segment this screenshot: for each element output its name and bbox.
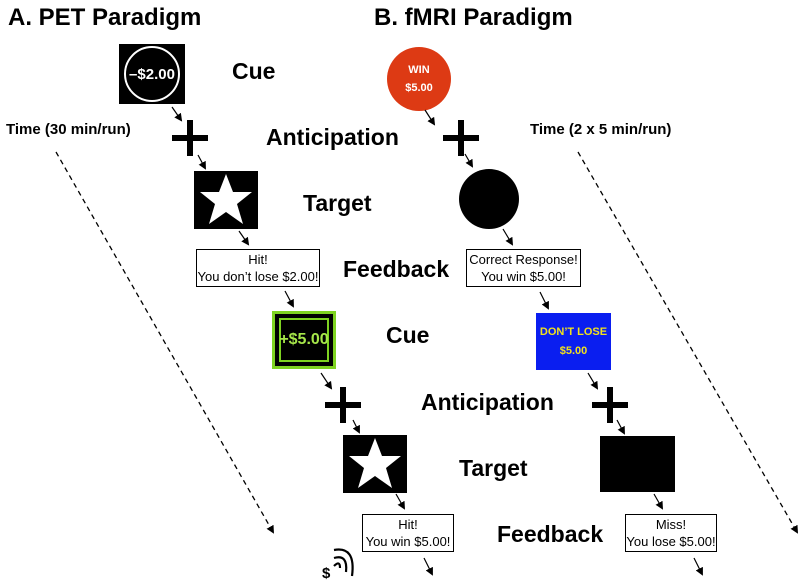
pet-timeline-dashed bbox=[55, 151, 274, 534]
pet-feedback-box-1: Hit! You don’t lose $2.00! bbox=[196, 249, 320, 287]
fmri-target-rect bbox=[600, 436, 675, 492]
fmri-cue-win-line-2: $5.00 bbox=[405, 82, 433, 94]
stage-label-cue-1: Cue bbox=[232, 58, 276, 84]
pet-feedback-2-line-2: You win $5.00! bbox=[365, 534, 451, 549]
fmri-feedback-box-2: Miss! You lose $5.00! bbox=[625, 514, 717, 552]
pet-cue-lose-circle: –$2.00 bbox=[124, 46, 180, 102]
fmri-arrow-5 bbox=[587, 372, 599, 390]
pet-cue-win-box: +$5.00 bbox=[272, 311, 336, 369]
pet-feedback-box-2: Hit! You win $5.00! bbox=[362, 514, 454, 552]
pet-fixation-cross-2 bbox=[323, 385, 363, 425]
fmri-feedback-1-line-2: You win $5.00! bbox=[481, 269, 566, 284]
fmri-target-circle bbox=[459, 169, 519, 229]
payout-signal-icon: $ bbox=[318, 538, 360, 582]
pet-feedback-1-line-2: You don’t lose $2.00! bbox=[197, 269, 319, 284]
pet-arrow-5 bbox=[320, 372, 333, 390]
fmri-arrow-1 bbox=[424, 109, 436, 126]
star-icon bbox=[200, 174, 252, 224]
fmri-feedback-box-1: Correct Response! You win $5.00! bbox=[466, 249, 581, 287]
fmri-cue-dont-lose-line-1: DON’T LOSE bbox=[539, 325, 608, 338]
pet-arrow-7 bbox=[395, 493, 405, 510]
fmri-cue-win-circle: WIN $5.00 bbox=[387, 47, 451, 111]
fmri-time-label: Time (2 x 5 min/run) bbox=[530, 121, 672, 138]
dollar-sign-icon: $ bbox=[322, 565, 331, 582]
stage-label-target-2: Target bbox=[459, 455, 528, 481]
fmri-arrow-7 bbox=[653, 493, 663, 510]
fmri-arrow-8 bbox=[693, 557, 703, 576]
pet-arrow-8 bbox=[423, 557, 433, 576]
fmri-cue-dont-lose-box: DON’T LOSE $5.00 bbox=[536, 313, 611, 370]
pet-arrow-2 bbox=[197, 154, 206, 170]
pet-arrow-4 bbox=[284, 290, 294, 308]
fmri-timeline-dashed bbox=[577, 151, 798, 534]
fmri-cue-win-line-1: WIN bbox=[408, 64, 430, 76]
stage-label-target-1: Target bbox=[303, 190, 372, 216]
panel-b-heading: B. fMRI Paradigm bbox=[374, 4, 573, 31]
stage-label-feedback-1: Feedback bbox=[343, 256, 450, 282]
fmri-fixation-cross-1 bbox=[441, 118, 481, 158]
fmri-feedback-2-line-1: Miss! bbox=[655, 517, 687, 532]
stage-label-anticipation-1: Anticipation bbox=[266, 124, 399, 150]
star-icon bbox=[349, 438, 401, 488]
fmri-arrow-6 bbox=[616, 419, 625, 435]
pet-cue-win-text: +$5.00 bbox=[279, 331, 329, 348]
pet-arrow-3 bbox=[238, 230, 250, 246]
fmri-arrow-4 bbox=[539, 291, 549, 310]
pet-target-box-1 bbox=[194, 171, 258, 229]
panel-a-heading: A. PET Paradigm bbox=[8, 4, 202, 31]
pet-cue-lose-box: –$2.00 bbox=[119, 44, 185, 104]
stage-label-feedback-2: Feedback bbox=[497, 521, 604, 547]
fmri-arrow-3 bbox=[502, 228, 514, 246]
fmri-feedback-1-line-1: Correct Response! bbox=[469, 252, 578, 267]
pet-fixation-cross-1 bbox=[170, 118, 210, 158]
pet-arrow-1 bbox=[171, 106, 183, 122]
fmri-feedback-2-line-2: You lose $5.00! bbox=[626, 534, 716, 549]
pet-time-label: Time (30 min/run) bbox=[6, 121, 131, 138]
stage-label-cue-2: Cue bbox=[386, 322, 430, 348]
fmri-cue-dont-lose-line-2: $5.00 bbox=[559, 344, 588, 357]
pet-feedback-1-line-1: Hit! bbox=[248, 252, 268, 267]
pet-feedback-2-line-1: Hit! bbox=[398, 517, 418, 532]
pet-arrow-6 bbox=[352, 419, 360, 434]
stage-label-anticipation-2: Anticipation bbox=[421, 389, 554, 415]
fmri-fixation-cross-2 bbox=[590, 385, 630, 425]
pet-target-box-2 bbox=[343, 435, 407, 493]
pet-cue-lose-text: –$2.00 bbox=[129, 65, 175, 83]
fmri-arrow-2 bbox=[464, 153, 474, 168]
